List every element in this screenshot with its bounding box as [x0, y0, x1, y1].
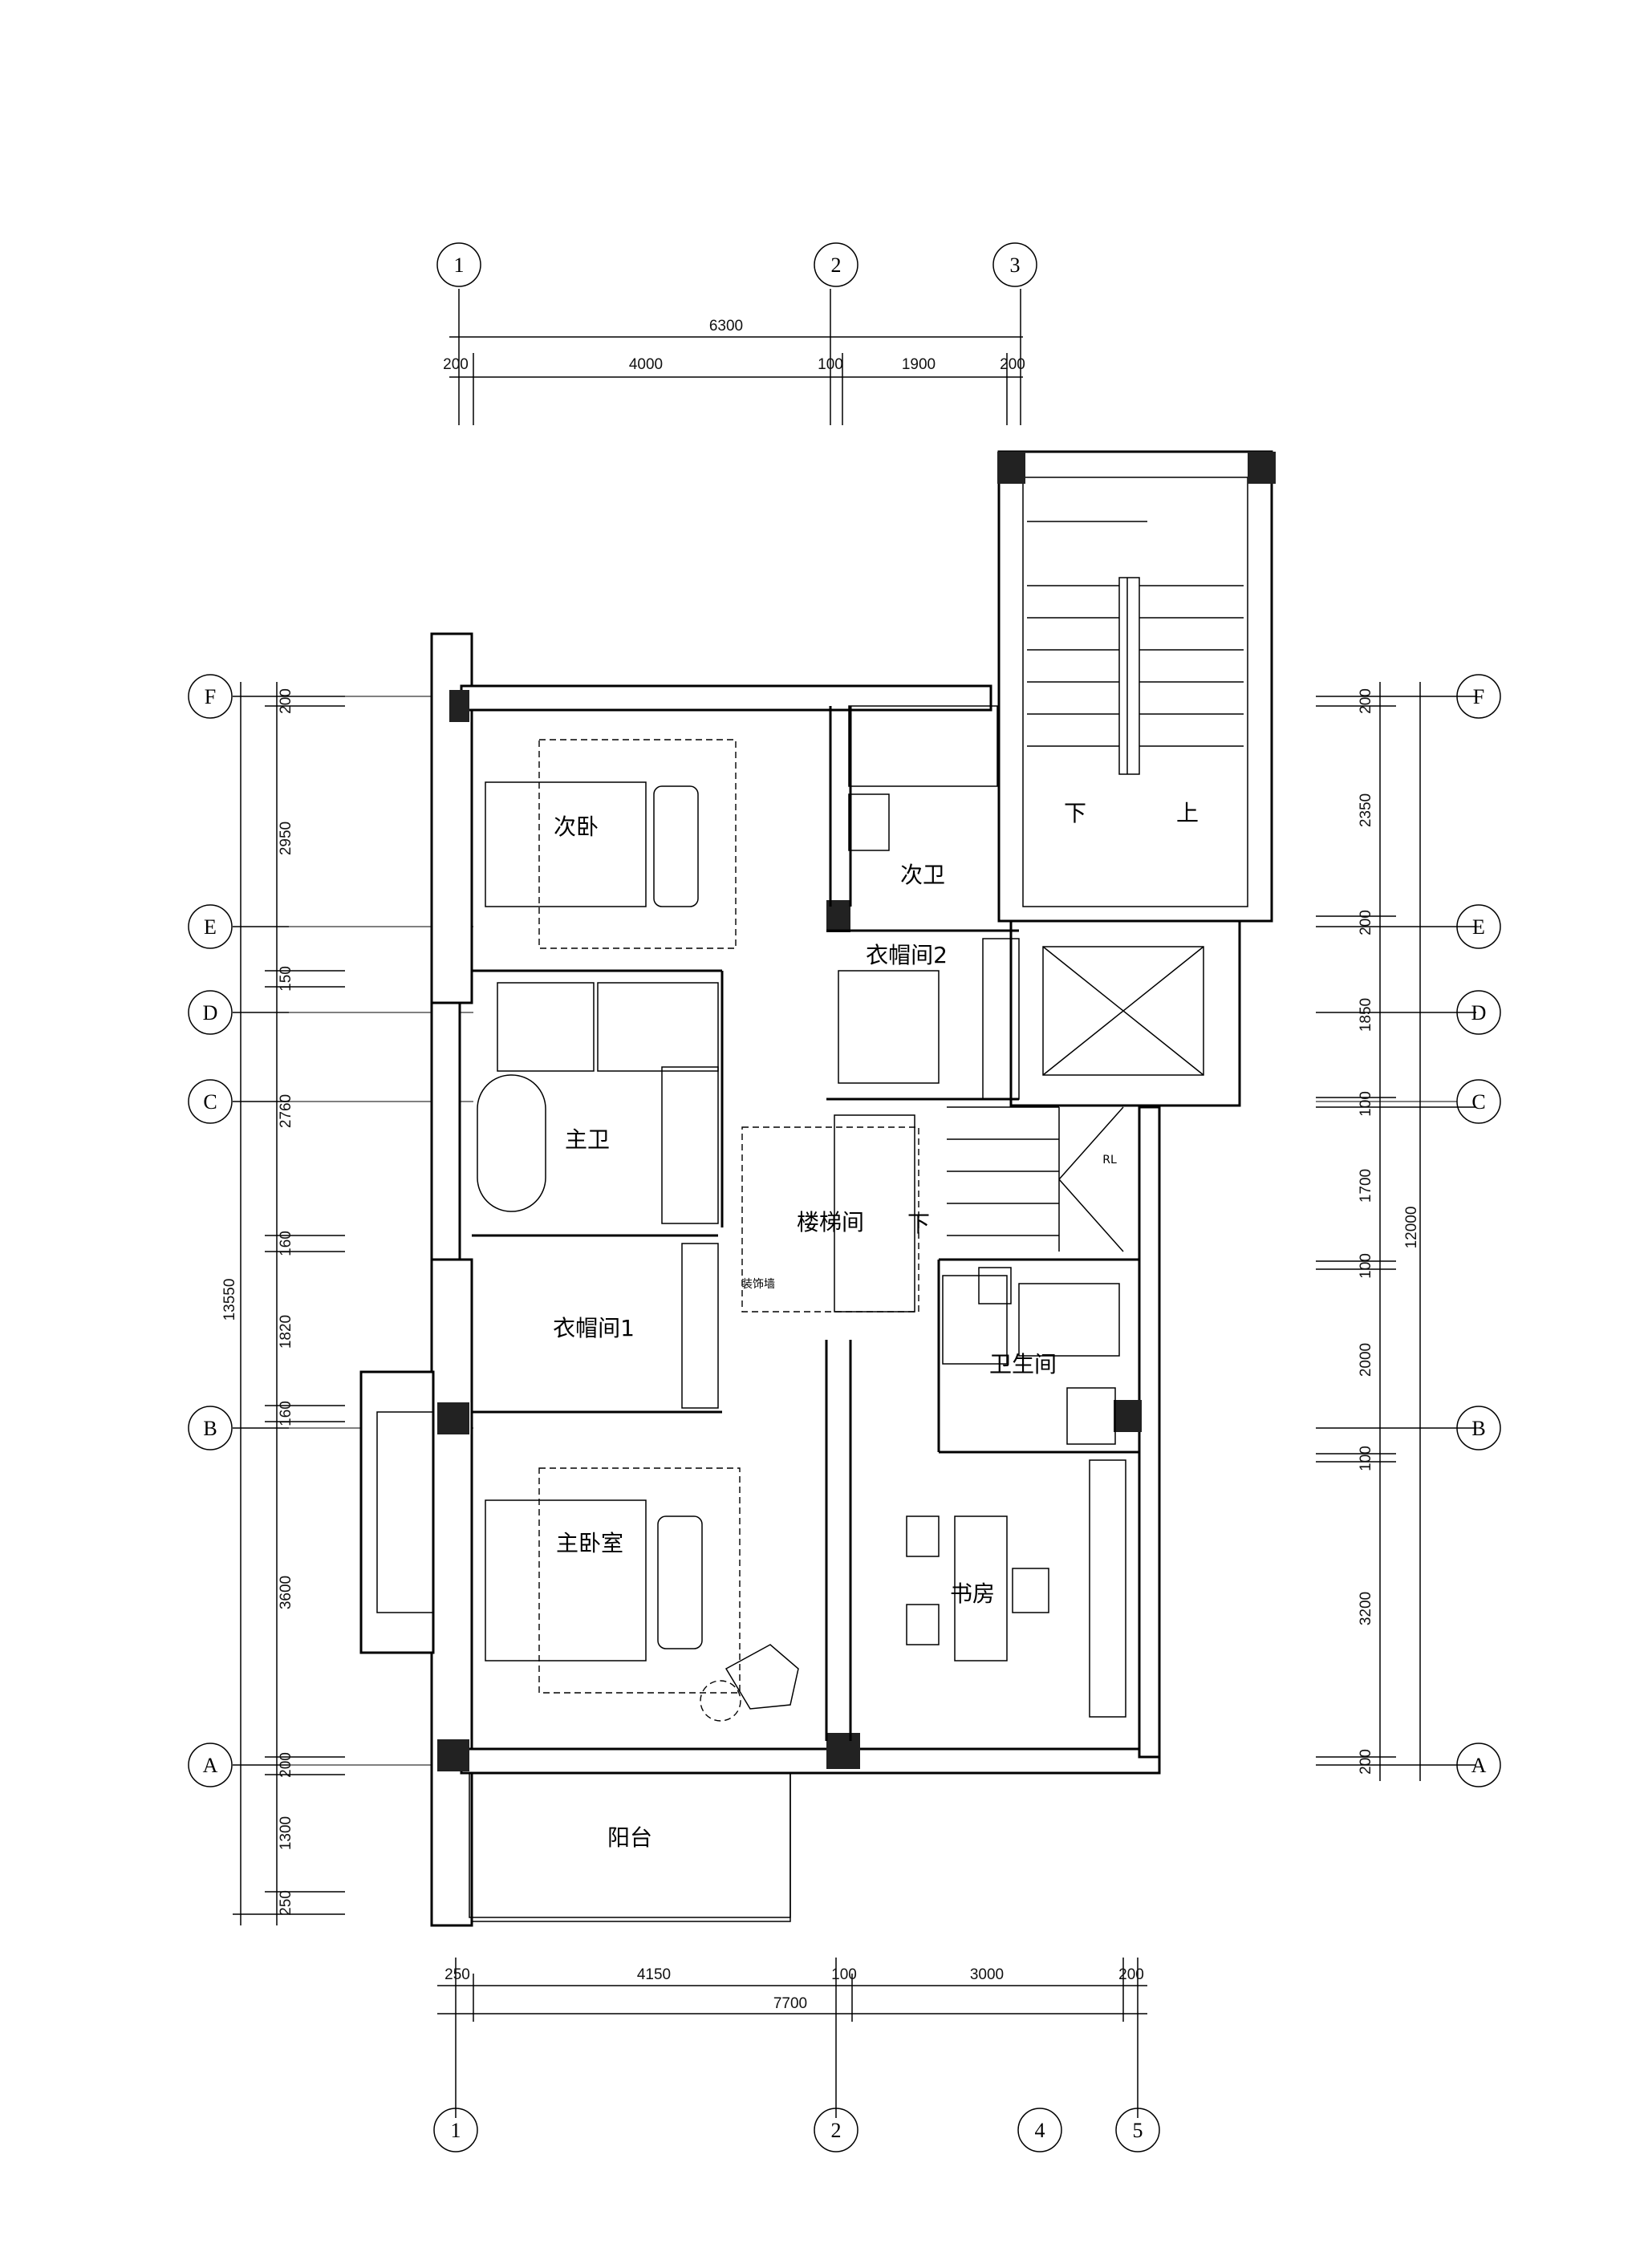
furniture [477, 521, 1244, 1722]
left-dim-5: 160 [278, 1231, 294, 1256]
axis-bubble-top-3: 3 [1010, 254, 1021, 277]
axis-bubble-right-A: A [1471, 1754, 1487, 1777]
top-dim-4: 1900 [902, 356, 936, 373]
top-axis-bubbles: 1 2 3 [436, 242, 1037, 287]
top-dim-1: 200 [443, 356, 469, 373]
axis-bubble-bottom-5: 5 [1133, 2119, 1143, 2142]
room-label-washroom: 卫生间 [989, 1351, 1057, 1377]
axis-bubble-left-F: F [205, 685, 216, 708]
room-label-closet1: 衣帽间1 [553, 1315, 635, 1341]
axis-bubble-bottom-2: 2 [831, 2119, 842, 2142]
axis-bubble-left-B: B [203, 1417, 217, 1440]
left-dimensions: 200 2950 150 2760 160 1820 160 3600 200 … [221, 682, 345, 1925]
left-dim-8: 3600 [278, 1576, 294, 1609]
axis-bubble-right-C: C [1471, 1090, 1485, 1114]
room-labels: 次卧 次卫 衣帽间2 主卫 楼梯间 衣帽间1 卫生间 主卧室 书房 阳台 [553, 813, 1057, 1851]
right-dimensions: 200 2350 200 1850 100 1700 100 2000 100 … [1316, 682, 1476, 1781]
structural-columns [437, 452, 1276, 1771]
axis-bubble-right-F: F [1473, 685, 1484, 708]
axis-bubble-bottom-1: 1 [451, 2119, 461, 2142]
bottom-dim-5: 200 [1118, 1966, 1144, 1983]
axis-bubble-left-C: C [203, 1090, 217, 1114]
axis-bubble-right-D: D [1471, 1001, 1487, 1024]
left-axis-bubbles: F E D C B A [188, 674, 233, 1787]
rl-label: RL [1102, 1154, 1117, 1166]
left-dim-11: 250 [278, 1890, 294, 1916]
right-dim-11: 200 [1358, 1749, 1374, 1775]
right-dim-2: 2350 [1358, 793, 1374, 827]
left-dim-4: 2760 [278, 1094, 294, 1128]
bottom-axis-bubbles: 1 2 4 5 [433, 2108, 1160, 2152]
right-dim-1: 200 [1358, 688, 1374, 714]
right-total-dim: 12000 [1403, 1207, 1420, 1249]
axis-bubble-bottom-4: 4 [1035, 2119, 1045, 2142]
axis-bubble-right-E: E [1472, 915, 1485, 939]
stair-up-label: 上 [1176, 800, 1199, 826]
axis-bubble-left-D: D [203, 1001, 218, 1024]
axis-bubble-top-2: 2 [831, 254, 842, 277]
exterior-walls [359, 450, 1273, 1927]
interior-walls [472, 706, 1139, 1741]
top-dim-3: 100 [818, 356, 843, 373]
axis-bubble-left-A: A [203, 1754, 218, 1777]
left-dim-3: 150 [278, 966, 294, 992]
right-dim-10: 3200 [1358, 1592, 1374, 1625]
top-total-dim: 6300 [709, 318, 743, 335]
right-dim-5: 100 [1358, 1091, 1374, 1117]
room-label-closet2: 衣帽间2 [866, 942, 948, 968]
room-label-stairwell: 楼梯间 [797, 1209, 864, 1235]
room-label-study: 书房 [950, 1580, 995, 1607]
axis-bubble-right-B: B [1471, 1417, 1485, 1440]
bottom-dim-2: 4150 [637, 1966, 671, 1983]
bottom-dim-4: 3000 [970, 1966, 1004, 1983]
room-label-secondary-bath: 次卫 [900, 862, 945, 888]
left-dim-1: 200 [278, 688, 294, 714]
room-label-balcony: 阳台 [607, 1824, 652, 1851]
right-axis-bubbles: F E D C B A [1456, 674, 1501, 1787]
stair-down-label-2: 下 [907, 1211, 930, 1237]
bottom-dim-1: 250 [444, 1966, 470, 1983]
bottom-dimensions: 250 4150 100 3000 200 7700 [437, 1958, 1147, 2118]
axis-bubble-left-E: E [204, 915, 217, 939]
right-dim-3: 200 [1358, 910, 1374, 935]
left-dim-6: 1820 [278, 1315, 294, 1349]
stair-down-label: 下 [1064, 800, 1086, 826]
misc-labels: 下 上 下 装饰墙 RL [741, 800, 1199, 1291]
room-label-master-bedroom: 主卧室 [556, 1530, 623, 1556]
right-dim-9: 100 [1358, 1446, 1374, 1471]
right-dim-7: 100 [1358, 1253, 1374, 1279]
top-dim-5: 200 [1000, 356, 1025, 373]
right-dim-4: 1850 [1358, 998, 1374, 1032]
left-dim-7: 160 [278, 1401, 294, 1426]
top-dim-2: 4000 [629, 356, 663, 373]
right-dim-8: 2000 [1358, 1343, 1374, 1377]
room-label-master-bath: 主卫 [565, 1126, 610, 1153]
decor-wall-label: 装饰墙 [741, 1278, 775, 1291]
bottom-total-dim: 7700 [773, 1995, 807, 2012]
right-dim-6: 1700 [1358, 1169, 1374, 1203]
axis-bubble-top-1: 1 [454, 254, 465, 277]
bottom-dim-3: 100 [831, 1966, 857, 1983]
left-total-dim: 13550 [221, 1279, 238, 1321]
room-label-secondary-bedroom: 次卧 [554, 813, 599, 840]
top-dimensions: 6300 200 4000 100 1900 200 [443, 289, 1025, 425]
left-dim-2: 2950 [278, 822, 294, 855]
left-dim-10: 1300 [278, 1816, 294, 1850]
